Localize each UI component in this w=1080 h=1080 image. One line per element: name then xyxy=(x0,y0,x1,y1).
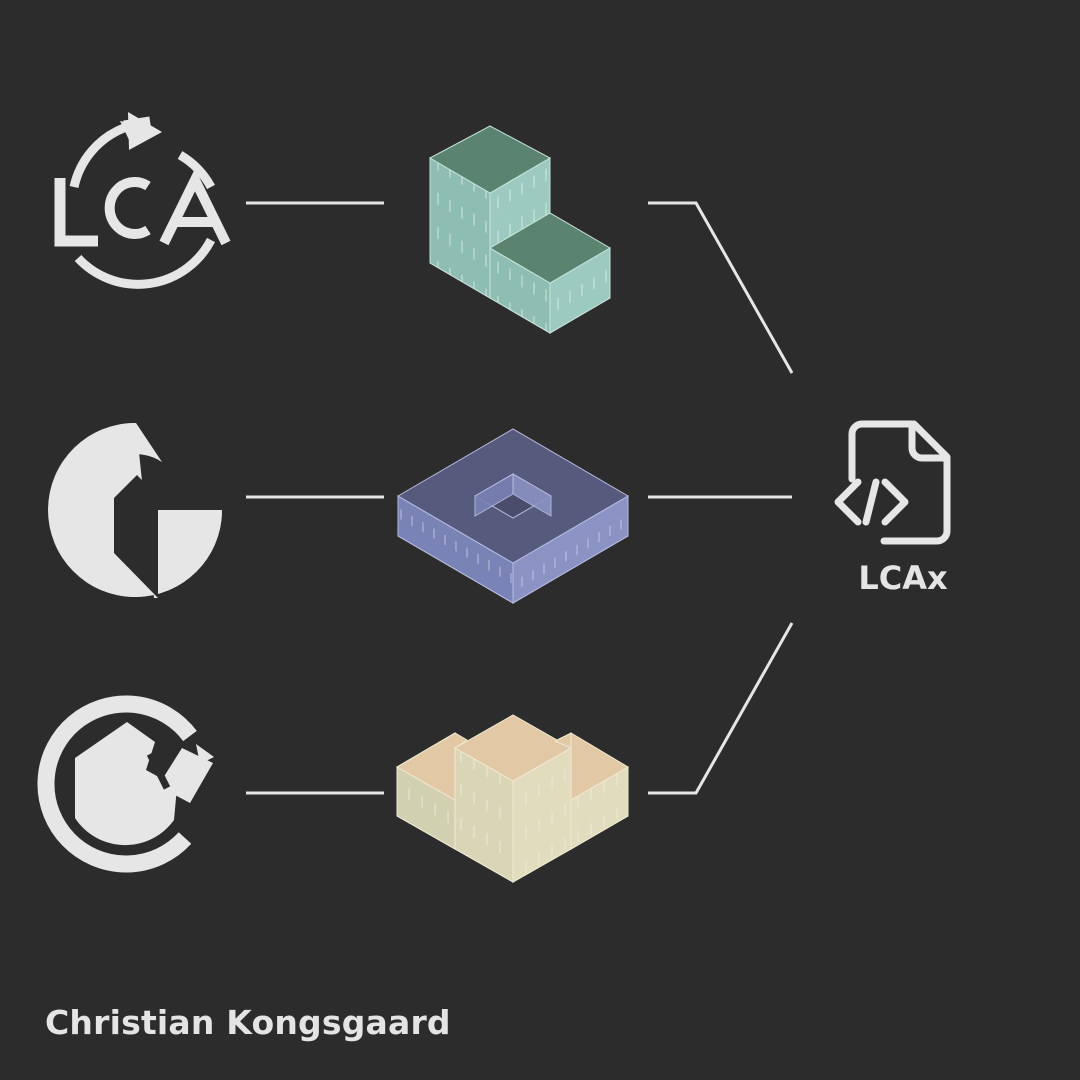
author-name: Christian Kongsgaard xyxy=(45,1003,451,1042)
house-refresh-logo-icon xyxy=(37,695,214,873)
connector-line xyxy=(648,201,794,374)
g-house-logo-icon xyxy=(48,422,223,598)
code-file-icon xyxy=(834,420,951,545)
connector-lines xyxy=(246,201,794,795)
building-model-3 xyxy=(396,714,629,883)
connector-line xyxy=(648,622,794,795)
lcax-label: LCAx xyxy=(858,559,948,597)
building-model-1 xyxy=(428,125,611,334)
lca-cycle-logo-icon xyxy=(54,112,231,289)
building-model-2 xyxy=(397,428,629,604)
